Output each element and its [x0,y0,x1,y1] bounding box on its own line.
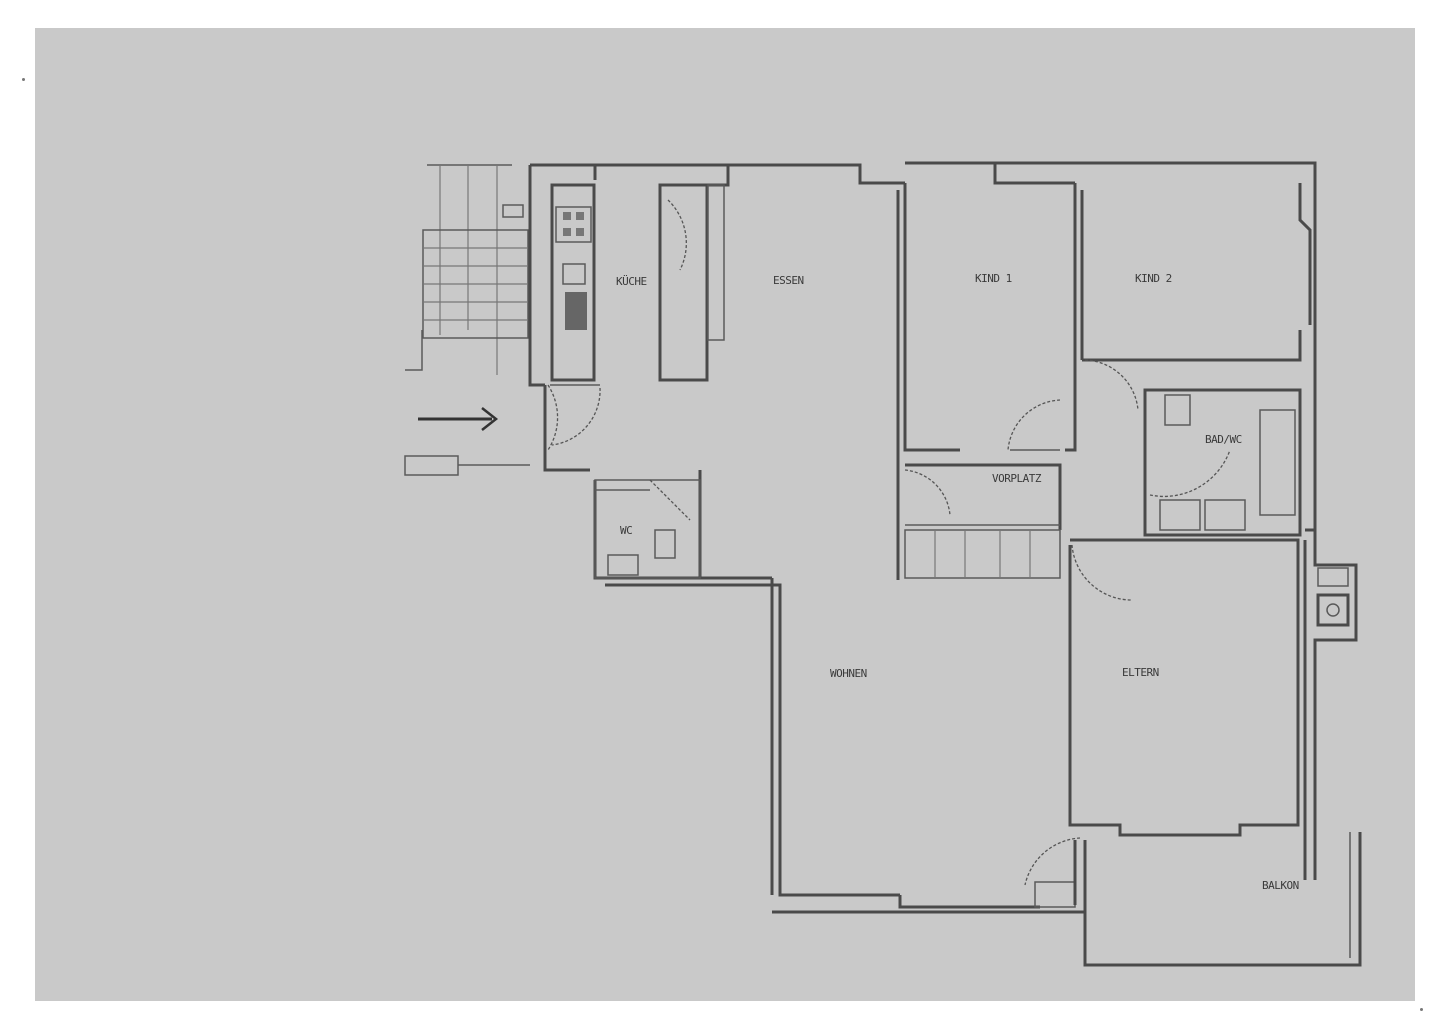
label-eltern: ELTERN [1122,666,1159,679]
vorplatz [904,463,1062,579]
label-kind2: KIND 2 [1135,272,1172,285]
plan-sheet [35,28,1415,1001]
eltern-room [1068,538,1350,837]
label-balkon: BALKON [1262,879,1299,892]
staircase [405,164,529,375]
balkon [1024,832,1362,967]
scan-speck [1420,1008,1423,1011]
wc-room [594,479,701,579]
outer-walls [528,161,1358,914]
entry-step [404,455,459,476]
label-kind1: KIND 1 [975,272,1012,285]
kitchen [543,183,725,470]
label-essen: ESSEN [773,274,804,287]
arrow-right-icon [418,407,499,431]
bathroom [1143,388,1302,537]
label-kueche: KÜCHE [616,275,647,288]
label-wohnen: WOHNEN [830,667,867,680]
label-bad: BAD/WC [1205,433,1242,446]
label-wc: WC [620,524,632,537]
scan-speck [22,78,25,81]
label-vorplatz: VORPLATZ [992,472,1042,485]
room-labels: KÜCHE ESSEN KIND 1 KIND 2 VORPLATZ BAD/W… [616,272,1299,892]
kids-rooms [896,183,1302,580]
